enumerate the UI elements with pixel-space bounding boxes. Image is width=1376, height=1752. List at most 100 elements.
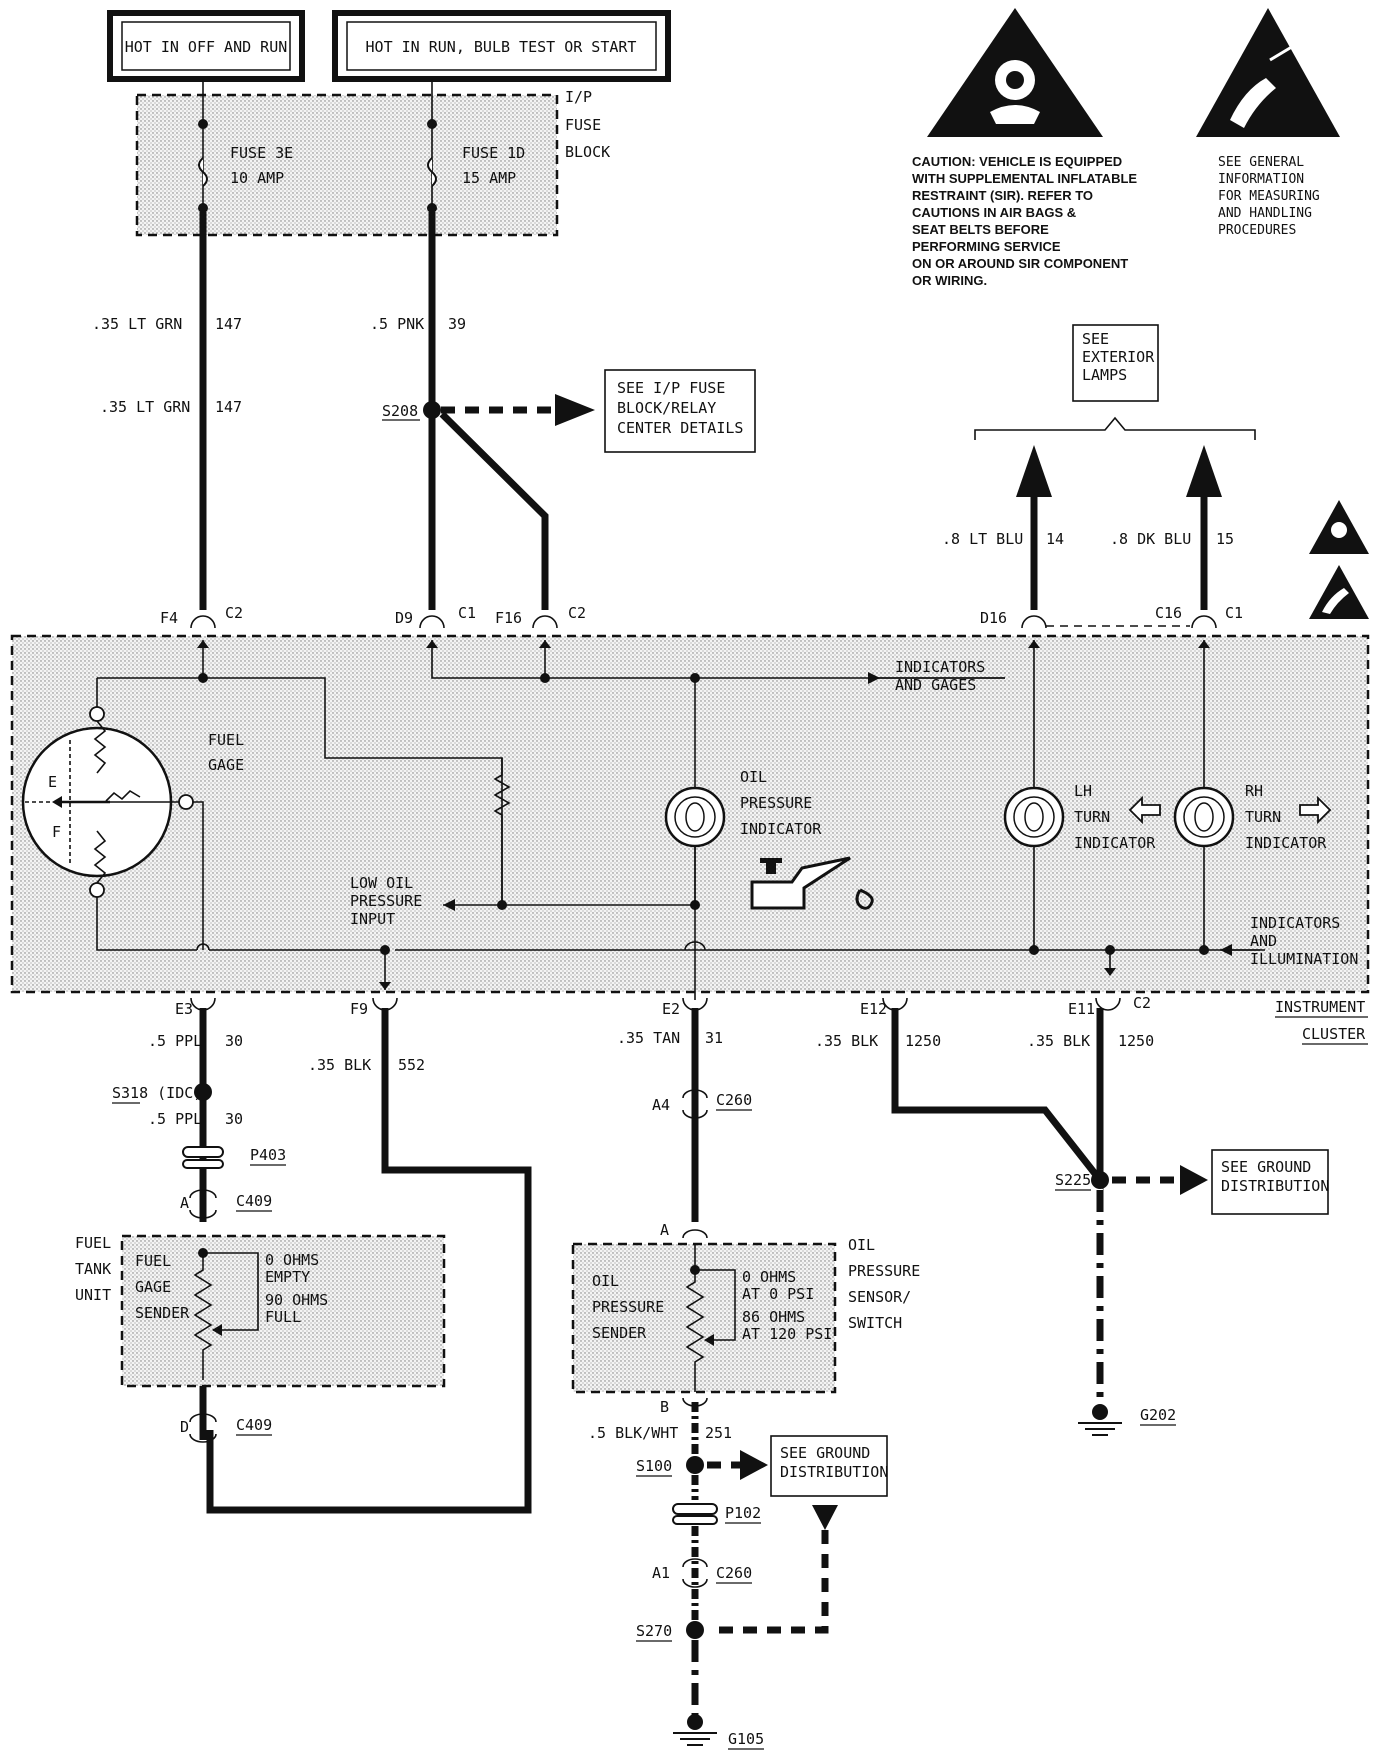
conn-c409-a: C409 — [236, 1192, 272, 1210]
wire-tan-circuit: 31 — [705, 1029, 723, 1047]
esd-note-line: AND HANDLING — [1218, 206, 1312, 221]
wire-ppl-2-label: .5 PPL — [148, 1110, 202, 1128]
caution-line: PERFORMING SERVICE — [912, 239, 1061, 254]
wire-blk-e11-label: .35 BLK — [1027, 1032, 1090, 1050]
instrument-cluster: E F FUEL GAGE INDICATORS AND GAGES OIL P… — [10, 634, 1370, 1000]
conn-c260-a4: C260 — [716, 1091, 752, 1109]
fuse-block: FUSE 3E 10 AMP FUSE 1D 15 AMP I/P FUSE B… — [135, 79, 610, 237]
esd-warning-icon-small — [1309, 565, 1369, 619]
fuse-3e-amp: 10 AMP — [230, 169, 284, 187]
caution-text: CAUTION: VEHICLE IS EQUIPPED WITH SUPPLE… — [912, 154, 1137, 288]
oil-indicator-label-1: OIL — [740, 768, 767, 786]
note-line: SEE I/P FUSE — [617, 379, 725, 397]
wire-blk-552-circuit: 552 — [398, 1056, 425, 1074]
oil-spec-line: 86 OHMS — [742, 1308, 805, 1326]
splice-s270: S270 — [636, 1622, 672, 1640]
low-oil-label-2: PRESSURE — [350, 892, 422, 910]
illum-label-3: ILLUMINATION — [1250, 950, 1358, 968]
ground-distribution-note-1: SEE GROUND DISTRIBUTION — [770, 1435, 888, 1497]
conn-e12: E12 — [860, 1000, 887, 1018]
power-source-off-run-label: HOT IN OFF AND RUN — [125, 38, 288, 56]
instrument-cluster-label-1: INSTRUMENT — [1275, 998, 1365, 1016]
fuse-1d-label: FUSE 1D — [462, 144, 525, 162]
caution-line: ON OR AROUND SIR COMPONENT — [912, 256, 1128, 271]
low-oil-label-3: INPUT — [350, 910, 395, 928]
lh-label-2: TURN — [1074, 808, 1110, 826]
conn-a1: A1 — [652, 1564, 670, 1582]
wire-blk-e12-label: .35 BLK — [815, 1032, 878, 1050]
wire-lt-grn-circuit-2: 147 — [215, 398, 242, 416]
wire-blk-wht-circuit: 251 — [705, 1424, 732, 1442]
conn-f16: F16 — [495, 609, 522, 627]
fuel-tank-unit-label: UNIT — [75, 1286, 111, 1304]
lh-label-1: LH — [1074, 782, 1092, 800]
note-line: CENTER DETAILS — [617, 419, 743, 437]
pass-through-p403 — [182, 1146, 224, 1169]
wire-lt-grn-circuit: 147 — [215, 315, 242, 333]
oil-sender-label: OIL — [592, 1272, 619, 1290]
fuel-tank-unit: 0 OHMS EMPTY 90 OHMS FULL FUEL GAGE SEND… — [120, 1234, 446, 1388]
pass-through-p102 — [672, 1503, 718, 1525]
fuel-tank-unit-label: TANK — [75, 1260, 111, 1278]
wire-lt-blu-label: .8 LT BLU — [942, 530, 1023, 548]
indicators-gages-1: INDICATORS — [895, 658, 985, 676]
low-oil-label-1: LOW OIL — [350, 874, 413, 892]
conn-f16-c: C2 — [568, 604, 586, 622]
caution-line: WITH SUPPLEMENTAL INFLATABLE — [912, 171, 1137, 186]
fuel-sender-label: GAGE — [135, 1278, 171, 1296]
wire-blk-552-label: .35 BLK — [308, 1056, 371, 1074]
note-line: BLOCK/RELAY — [617, 399, 716, 417]
fuel-gage-label-2: GAGE — [208, 756, 244, 774]
note-line: SEE — [1082, 330, 1109, 348]
fuel-spec-line: EMPTY — [265, 1268, 310, 1286]
wire-ppl-1-label: .5 PPL — [148, 1032, 202, 1050]
esd-note-line: INFORMATION — [1218, 172, 1304, 187]
conn-p403: P403 — [250, 1146, 286, 1164]
conn-a4: A4 — [652, 1096, 670, 1114]
wire-tan-label: .35 TAN — [617, 1029, 680, 1047]
caution-line: RESTRAINT (SIR). REFER TO — [912, 188, 1093, 203]
exterior-lamps-note: SEE EXTERIOR LAMPS — [974, 324, 1256, 440]
oil-spec-line: 0 OHMS — [742, 1268, 796, 1286]
oil-spec-line: AT 120 PSI — [742, 1325, 832, 1343]
oil-indicator-label-2: PRESSURE — [740, 794, 812, 812]
conn-d16: D16 — [980, 609, 1007, 627]
splice-s100: S100 — [636, 1457, 672, 1475]
conn-e3: E3 — [175, 1000, 193, 1018]
fuse-block-label-1: I/P — [565, 88, 592, 106]
gage-e: E — [48, 773, 57, 791]
fuse-details-note: SEE I/P FUSE BLOCK/RELAY CENTER DETAILS — [604, 369, 756, 453]
fuel-spec-line: 0 OHMS — [265, 1251, 319, 1269]
ground-g105: G105 — [728, 1730, 764, 1748]
caution-line: CAUTION: VEHICLE IS EQUIPPED — [912, 154, 1122, 169]
oil-sensor-label: PRESSURE — [848, 1262, 920, 1280]
oil-sensor-label: SENSOR/ — [848, 1288, 911, 1306]
conn-c16-c: C1 — [1225, 604, 1243, 622]
right-arrow-icon — [1299, 795, 1332, 825]
ground-g202-icon — [1078, 1404, 1122, 1436]
power-source-off-run: HOT IN OFF AND RUN — [107, 10, 305, 82]
wire-dk-blu-circuit: 15 — [1216, 530, 1234, 548]
note-line: LAMPS — [1082, 366, 1127, 384]
lh-label-3: INDICATOR — [1074, 834, 1156, 852]
fuel-spec-line: FULL — [265, 1308, 301, 1326]
conn-d9: D9 — [395, 609, 413, 627]
fuel-gage-icon: E F — [21, 706, 194, 898]
oil-sender-label: PRESSURE — [592, 1298, 664, 1316]
esd-note-line: FOR MEASURING — [1218, 189, 1320, 204]
ground-distribution-note-2: SEE GROUND DISTRIBUTION — [1211, 1149, 1329, 1215]
conn-c409-d: C409 — [236, 1416, 272, 1434]
fuse-3e-label: FUSE 3E — [230, 144, 293, 162]
ground-g105-icon — [673, 1714, 717, 1746]
splice-s318: S318 (IDC) — [112, 1084, 202, 1102]
conn-c16: C16 — [1155, 604, 1182, 622]
conn-oil-a: A — [660, 1221, 669, 1239]
fuel-sender-label: FUEL — [135, 1252, 171, 1270]
wire-lt-grn-label-2: .35 LT GRN — [100, 398, 190, 416]
sir-warning-icon — [927, 8, 1103, 137]
fuse-block-label-2: FUSE — [565, 116, 601, 134]
oil-sensor-label: SWITCH — [848, 1314, 902, 1332]
conn-f4: F4 — [160, 609, 178, 627]
note-line: DISTRIBUTION — [780, 1463, 888, 1481]
conn-c260-a1: C260 — [716, 1564, 752, 1582]
